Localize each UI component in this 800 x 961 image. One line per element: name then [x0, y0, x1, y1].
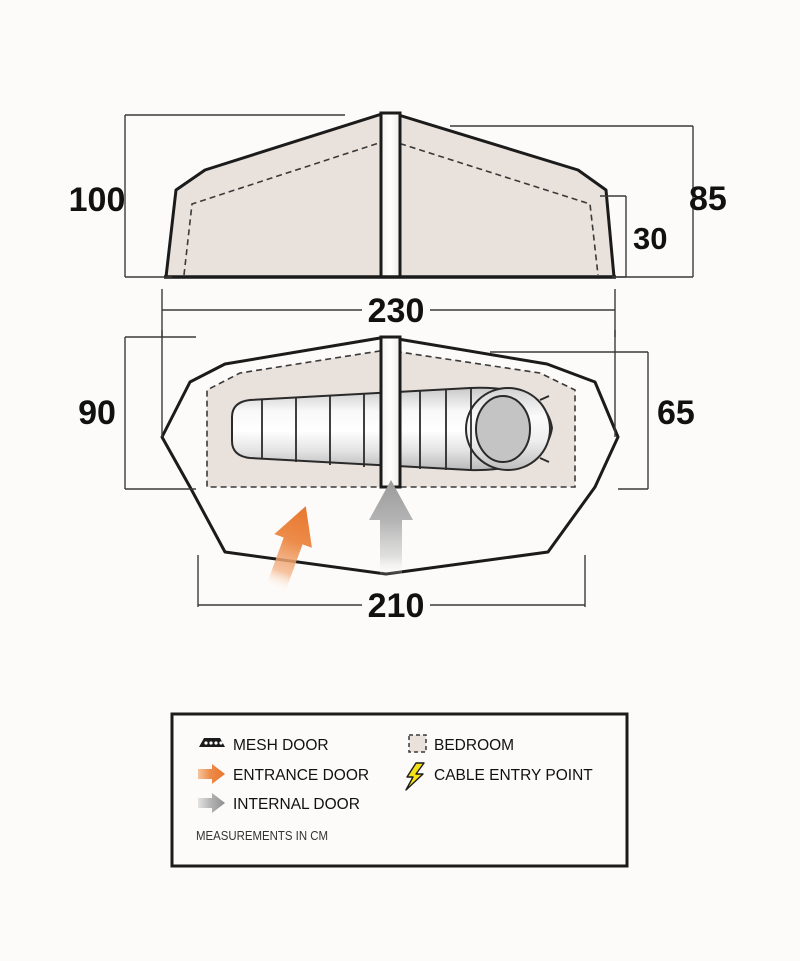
- legend-label-entrance-door: ENTRANCE DOOR: [233, 767, 369, 784]
- legend-item-mesh-door: MESH DOOR: [199, 737, 329, 754]
- legend-box: MESH DOOR ENTRANCE DOOR INTERNAL DOOR BE…: [170, 712, 629, 868]
- legend-border: [170, 712, 629, 868]
- legend-note: MEASUREMENTS IN CM: [196, 829, 328, 843]
- floorplan-center-pole: [379, 335, 402, 489]
- legend-label-cable-entry: CABLE ENTRY POINT: [434, 767, 593, 784]
- floorplan-dimensions: [124, 330, 649, 607]
- legend-item-internal-door: INTERNAL DOOR: [198, 793, 360, 813]
- dim-30-label: 30: [633, 221, 667, 256]
- dim-100-label: 100: [69, 181, 126, 219]
- legend-label-bedroom: BEDROOM: [434, 737, 514, 754]
- floorplan-view: [160, 335, 620, 594]
- bedroom-swatch-icon: [408, 734, 427, 753]
- sleeping-bag-baffles: [261, 388, 550, 470]
- legend-item-cable-entry: CABLE ENTRY POINT: [405, 762, 593, 791]
- elevation-center-pole: [379, 111, 402, 279]
- legend-item-entrance-door: ENTRANCE DOOR: [198, 764, 369, 784]
- dim-65-label: 65: [657, 394, 695, 432]
- dim-85-label: 85: [689, 180, 727, 218]
- legend-label-internal-door: INTERNAL DOOR: [233, 796, 360, 813]
- legend-label-mesh-door: MESH DOOR: [233, 737, 329, 754]
- cable-entry-bolt-icon: [405, 762, 425, 791]
- entrance-door-arrow: [265, 506, 312, 594]
- internal-door-arrow-icon: [198, 793, 225, 813]
- mesh-door-icon: [199, 738, 225, 747]
- elevation-bedroom-dashed: [183, 140, 599, 276]
- dim-230-label: 230: [368, 292, 425, 330]
- internal-door-arrow: [369, 480, 413, 578]
- legend-item-bedroom: BEDROOM: [408, 734, 514, 754]
- sleeping-bag-opening: [475, 395, 531, 463]
- elevation-dimensions: [124, 114, 694, 337]
- entrance-door-arrow-icon: [198, 764, 225, 784]
- dim-90-label: 90: [78, 394, 116, 432]
- dim-210-label: 210: [368, 587, 425, 625]
- elevation-view: [164, 111, 616, 279]
